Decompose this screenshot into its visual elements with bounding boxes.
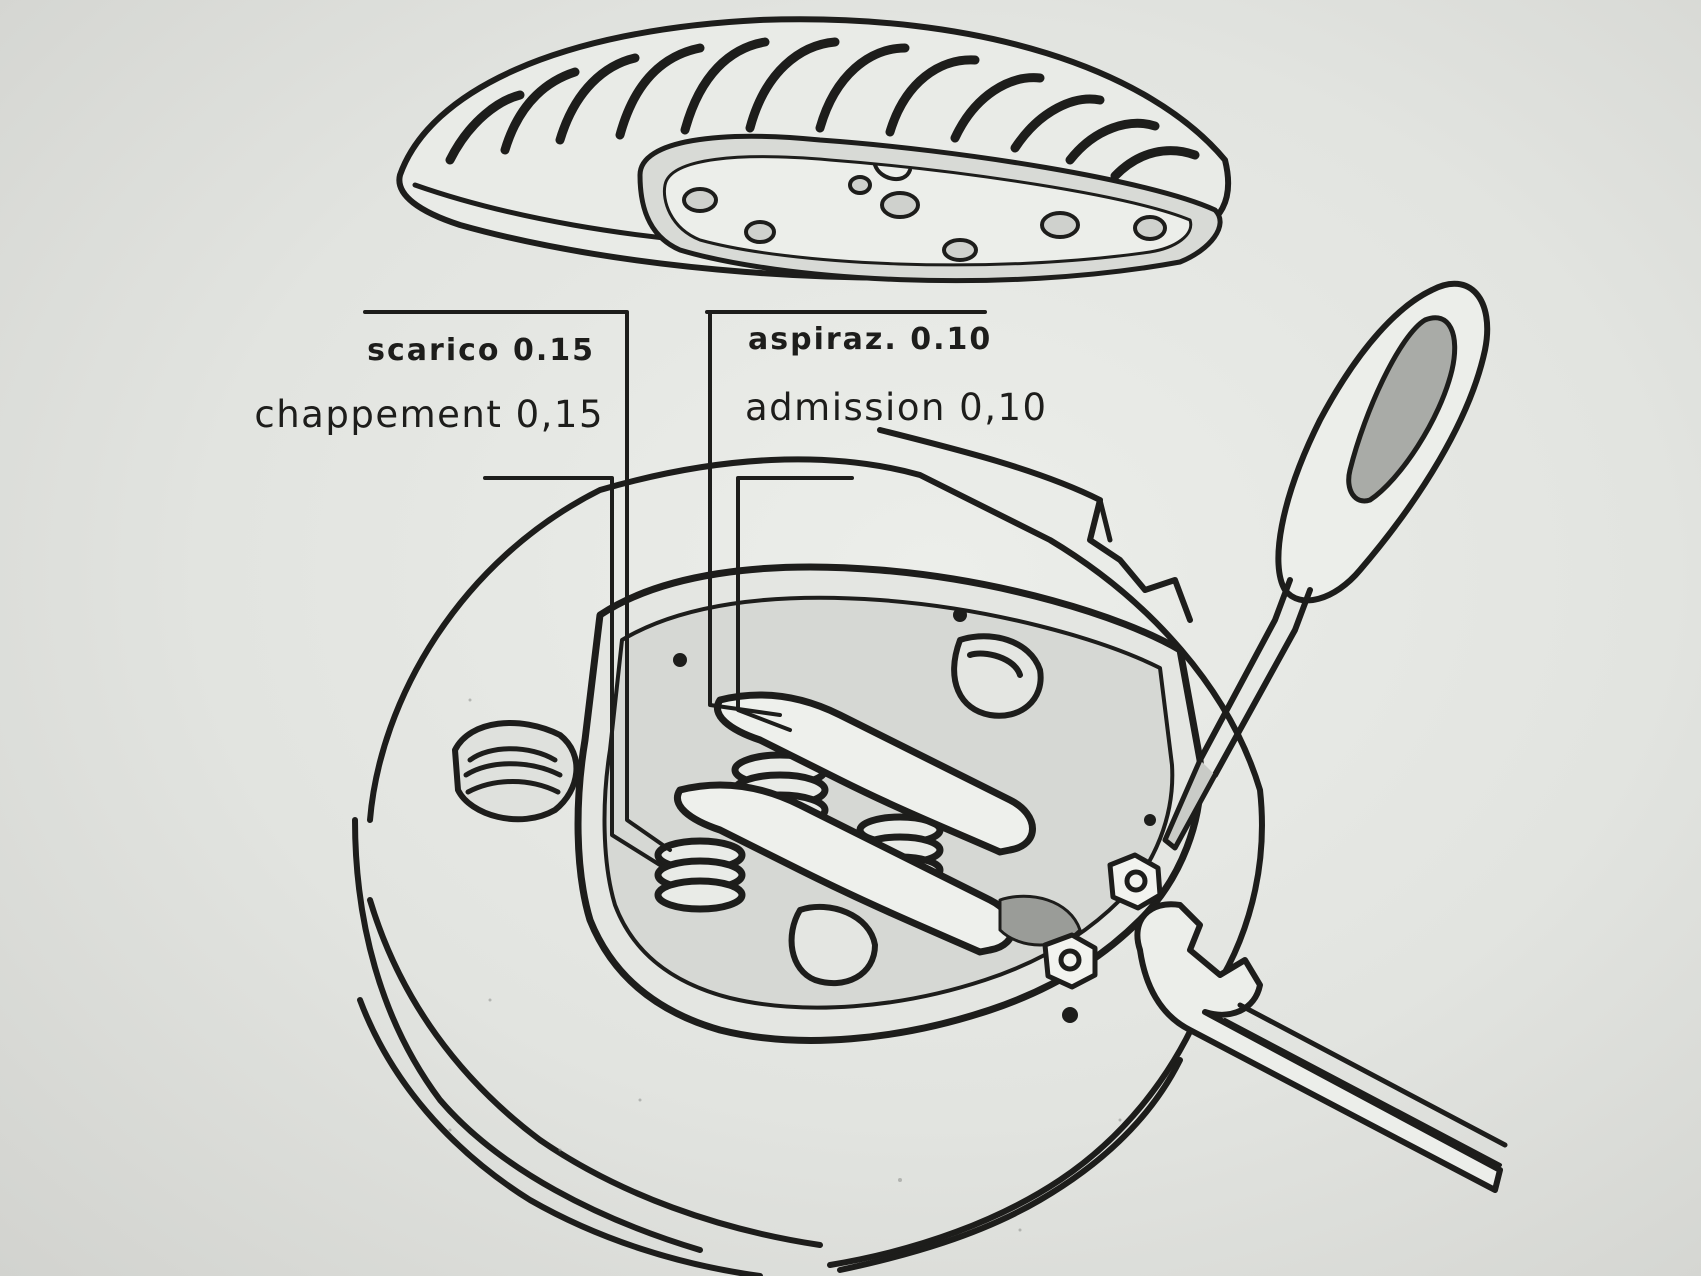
print-speckle bbox=[448, 698, 1122, 1232]
screwdriver bbox=[1162, 280, 1491, 851]
exhaust-clearance-label-fr: chappement 0,15 bbox=[254, 393, 604, 436]
exhaust-clearance-label-it: scarico 0.15 bbox=[367, 333, 595, 368]
rocker-assembly bbox=[654, 633, 1163, 990]
intake-clearance-label-it: aspiraz. 0.10 bbox=[748, 322, 993, 357]
valve-cover bbox=[396, 16, 1232, 284]
feeler-gauges bbox=[363, 310, 987, 867]
intake-clearance-label-fr: admission 0,10 bbox=[745, 386, 1048, 429]
open-end-wrench bbox=[1134, 901, 1508, 1193]
